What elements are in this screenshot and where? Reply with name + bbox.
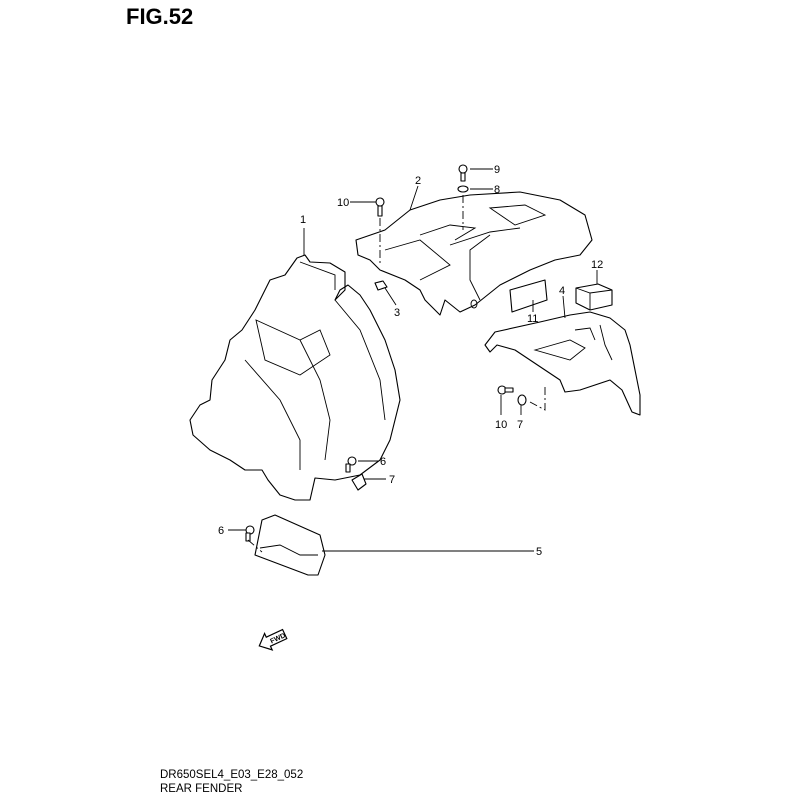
part-2-rear-fender[interactable] (355, 191, 593, 316)
leader-lines (228, 168, 598, 552)
callout-11[interactable]: 11 (527, 313, 538, 325)
part-11-plate[interactable] (509, 279, 548, 313)
bolt-icon (245, 164, 527, 542)
callout-4[interactable]: 4 (559, 285, 565, 297)
figure-title: FIG.52 (126, 4, 194, 29)
callout-12[interactable]: 12 (591, 259, 603, 271)
part-12-cushion[interactable] (575, 283, 613, 311)
part-4-bracket[interactable] (484, 311, 641, 416)
callout-2[interactable]: 2 (415, 175, 421, 187)
callout-10[interactable]: 10 (495, 419, 507, 431)
callout-10[interactable]: 10 (337, 197, 349, 209)
fwd-arrow-icon: FWD (258, 628, 288, 651)
callout-5[interactable]: 5 (536, 546, 542, 558)
part-5-mud-flap[interactable] (254, 514, 326, 576)
diagram-code: DR650SEL4_E03_E28_052 (160, 769, 304, 781)
part-1-inner-fender[interactable] (189, 254, 401, 501)
callout-8[interactable]: 8 (494, 184, 500, 196)
section-name: REAR FENDER (160, 783, 243, 795)
callout-6[interactable]: 6 (380, 456, 386, 468)
callout-1[interactable]: 1 (300, 214, 306, 226)
part-3-clip[interactable] (374, 280, 388, 291)
callout-9[interactable]: 9 (494, 164, 500, 176)
callout-7[interactable]: 7 (517, 419, 523, 431)
callout-6[interactable]: 6 (218, 525, 224, 537)
callout-3[interactable]: 3 (394, 307, 400, 319)
callout-7[interactable]: 7 (389, 474, 395, 486)
